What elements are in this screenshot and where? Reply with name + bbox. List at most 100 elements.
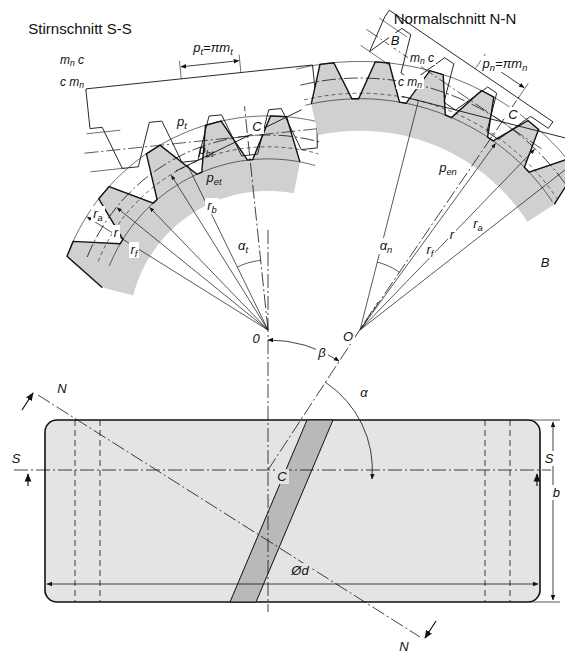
- gear-section-fill: [311, 62, 565, 222]
- label-glyph: t: [219, 177, 222, 187]
- symbol-label: mn c: [58, 53, 86, 67]
- reference-circle: [98, 147, 318, 262]
- label-glyph: S: [545, 451, 554, 466]
- hidden-line: [510, 420, 511, 602]
- label-glyph: n: [522, 63, 527, 73]
- symbol-label: α: [358, 385, 369, 400]
- radius-line: [360, 165, 565, 330]
- section-title: Normalschnitt N-N: [392, 10, 519, 27]
- label-glyph: t: [211, 149, 214, 159]
- pitch-line: [367, 29, 544, 150]
- label-glyph: t: [98, 20, 102, 37]
- label-glyph: O: [343, 329, 353, 344]
- angle-arc: [268, 340, 339, 361]
- label-glyph: m: [60, 53, 70, 67]
- symbol-label: β: [316, 345, 327, 360]
- symbol-label: 0: [250, 331, 261, 346]
- label-glyph: C: [277, 469, 286, 484]
- label-glyph: s: [59, 20, 67, 37]
- tooth-profile: [311, 62, 565, 205]
- label-glyph: α: [380, 238, 387, 253]
- symbol-label: N: [55, 381, 68, 396]
- label-glyph: [485, 10, 489, 27]
- symbol-label: Ød: [289, 563, 310, 578]
- label-glyph: a: [430, 10, 438, 27]
- section-line: [38, 395, 420, 637]
- line-of-action: [176, 110, 302, 171]
- symbol-label: rf: [129, 242, 140, 257]
- symbol-label: C: [250, 119, 263, 134]
- section-arrow: [536, 474, 537, 486]
- label-glyph: r: [473, 216, 477, 231]
- hidden-line: [100, 420, 101, 602]
- label-glyph: π: [211, 40, 220, 55]
- label-glyph: r: [131, 242, 135, 257]
- label-glyph: m: [219, 40, 230, 55]
- rack-profile: [370, 17, 549, 140]
- line-of-action: [402, 96, 565, 141]
- label-glyph: r: [413, 10, 418, 27]
- label-glyph: t: [200, 47, 203, 57]
- symbol-label: mn c: [408, 51, 436, 65]
- symbol-label: b: [551, 485, 562, 500]
- label-glyph: C: [508, 107, 517, 122]
- label-glyph: h: [74, 20, 82, 37]
- reference-circle: [296, 62, 565, 182]
- label-glyph: -: [500, 10, 505, 27]
- section-arrow: [27, 474, 28, 486]
- symbol-label: S: [543, 451, 556, 466]
- label-glyph: i: [42, 20, 45, 37]
- symbol-label: pet: [204, 170, 223, 185]
- label-glyph: N: [490, 10, 501, 27]
- label-glyph: n: [465, 10, 473, 27]
- symbol-label: rb: [205, 198, 219, 213]
- label-glyph: B: [541, 255, 550, 270]
- label-glyph: S: [12, 451, 21, 466]
- centre-line: [268, 230, 269, 612]
- label-glyph: [425, 51, 428, 65]
- label-glyph: N: [57, 381, 66, 396]
- label-glyph: m: [418, 10, 431, 27]
- label-glyph: n: [79, 80, 84, 90]
- symbol-label: S: [10, 451, 23, 466]
- symbol-label: pt=πmt: [191, 40, 235, 55]
- label-glyph: c: [60, 75, 66, 89]
- label-glyph: e: [214, 177, 219, 187]
- label-glyph: π: [503, 56, 512, 71]
- dimension-line: [181, 61, 239, 67]
- label-glyph: r: [46, 20, 51, 37]
- symbol-label: pbt: [196, 142, 215, 157]
- label-glyph: t: [38, 20, 42, 37]
- label-glyph: m: [511, 56, 522, 71]
- label-glyph: n: [452, 167, 457, 177]
- label-glyph: S: [122, 20, 132, 37]
- radius-line: [87, 217, 268, 330]
- label-glyph: n: [490, 63, 495, 73]
- label-glyph: h: [457, 10, 465, 27]
- reference-circle: [304, 93, 557, 198]
- label-glyph: [404, 75, 407, 89]
- symbol-label: ra: [91, 206, 105, 221]
- radius-line: [360, 144, 495, 330]
- symbol-label: C: [275, 469, 288, 484]
- symbol-label: r: [448, 227, 456, 242]
- label-glyph: [103, 20, 107, 37]
- label-glyph: r: [93, 206, 97, 221]
- label-glyph: r: [427, 242, 431, 257]
- label-glyph: c: [450, 10, 458, 27]
- rack-profile: [90, 105, 317, 169]
- symbol-label: αn: [378, 238, 395, 253]
- extension-line: [530, 420, 560, 421]
- label-glyph: p: [206, 170, 213, 185]
- addendum-line: [361, 45, 389, 64]
- label-glyph: =: [203, 40, 211, 55]
- gear-body: [45, 420, 540, 602]
- label-glyph: t: [184, 121, 187, 131]
- section-arrow: [425, 621, 436, 638]
- label-glyph: t: [477, 10, 481, 27]
- symbol-label: ra: [471, 216, 485, 231]
- symbol-label: B: [389, 33, 402, 48]
- label-glyph: t: [230, 47, 233, 57]
- label-glyph: c: [428, 51, 434, 65]
